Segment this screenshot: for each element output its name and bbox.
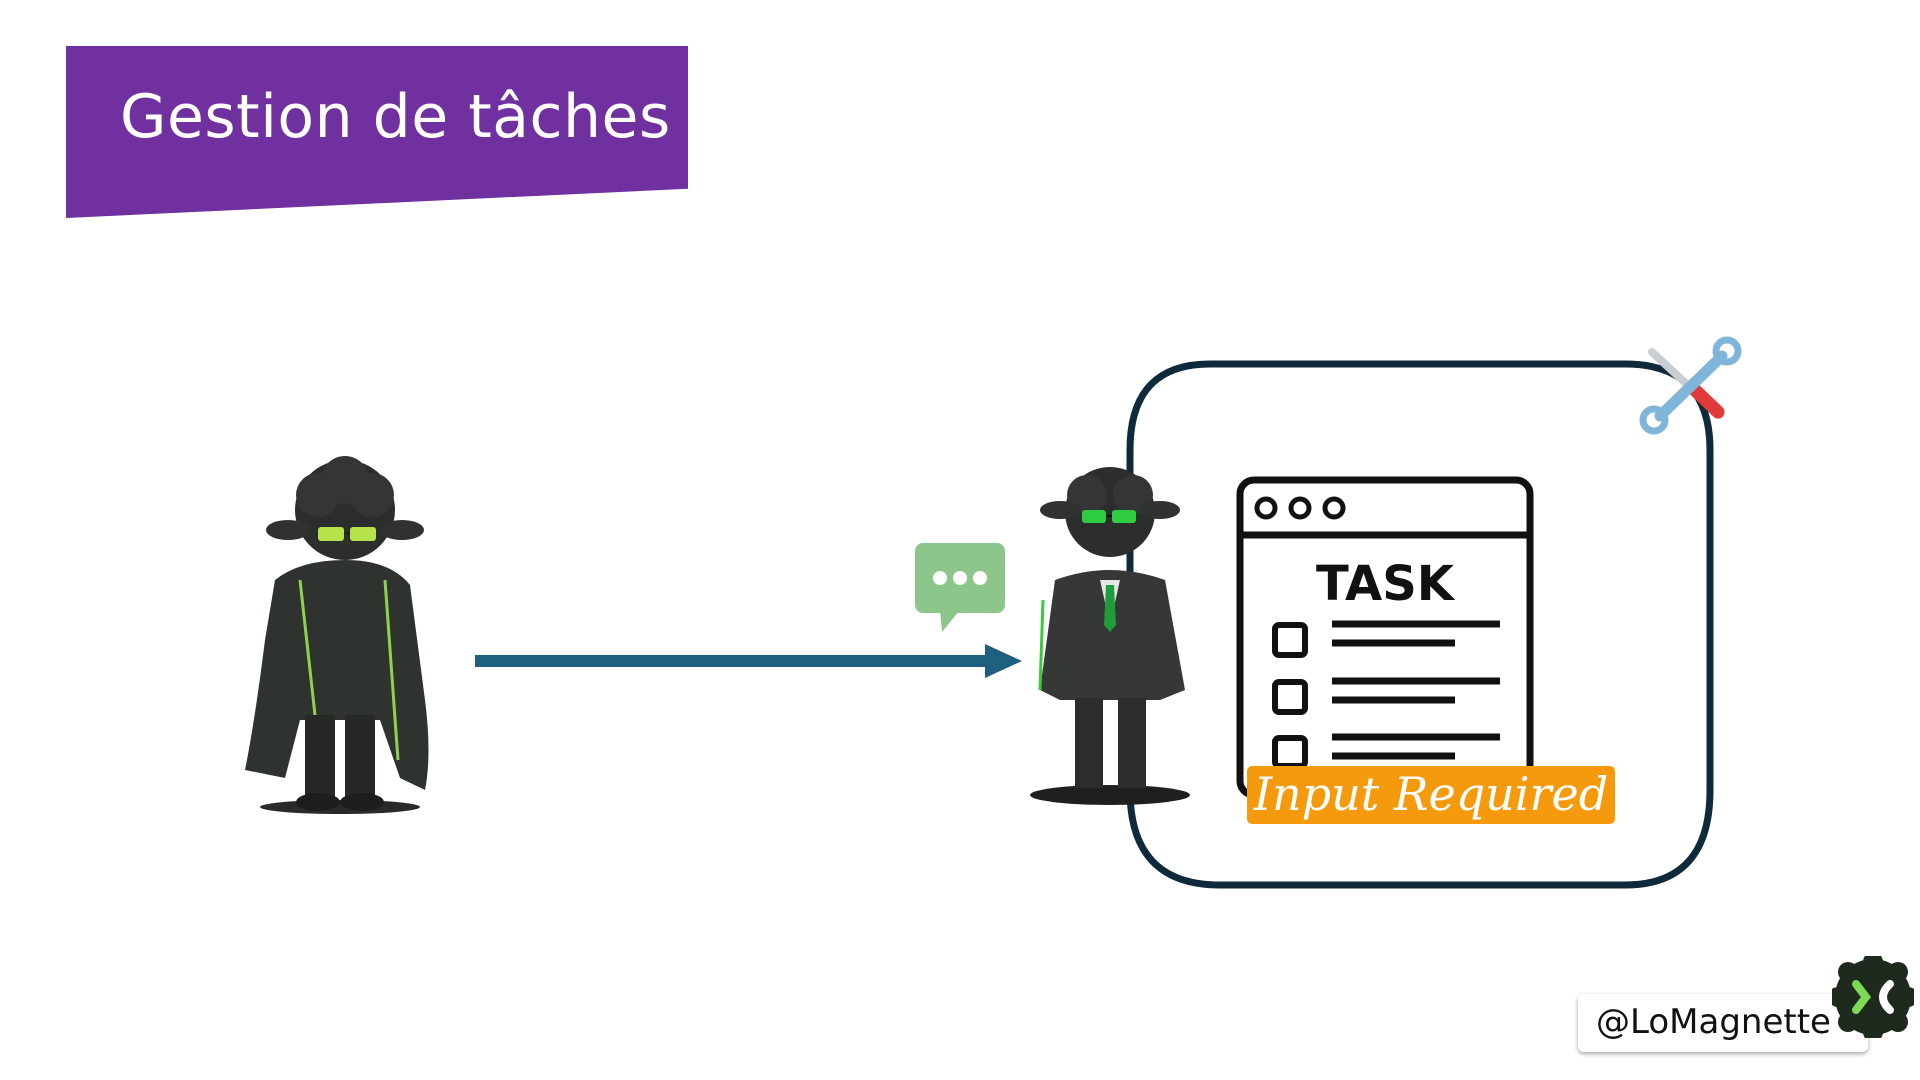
author-handle: @LoMagnette	[1596, 1002, 1831, 1042]
author-handle-badge: @LoMagnette	[1578, 994, 1868, 1052]
title-banner: Gestion de tâches	[66, 46, 688, 218]
slide-title: Gestion de tâches	[120, 82, 671, 152]
status-badge: Input Required	[1247, 766, 1615, 824]
brand-logo-icon	[1832, 956, 1914, 1038]
wrench-screwdriver-icon	[1639, 336, 1742, 435]
checklist	[1272, 620, 1500, 769]
sheep-agent-coat-icon	[245, 456, 429, 814]
task-heading: TASK	[1316, 556, 1456, 612]
message-arrow	[475, 644, 1022, 678]
chat-bubble-icon	[915, 543, 1005, 632]
sheep-agent-suit-icon	[1030, 467, 1190, 805]
task-window-icon: TASK	[1236, 476, 1534, 799]
status-label: Input Required	[1253, 767, 1608, 821]
